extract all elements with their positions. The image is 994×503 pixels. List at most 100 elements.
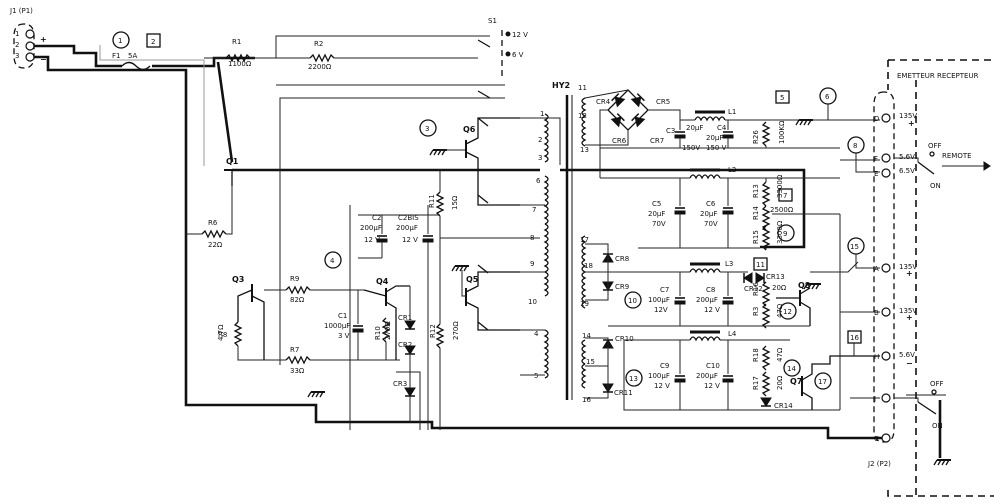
r18-label: R18 xyxy=(752,348,760,362)
l1-label: L1 xyxy=(728,108,736,116)
diode-cr9: CR9 xyxy=(602,281,629,291)
transistor-q6: Q6 xyxy=(429,117,520,206)
diode-cr2: CR2 xyxy=(398,341,416,355)
j1-minus: − xyxy=(40,55,47,64)
inductor-l2: L2 xyxy=(600,166,840,180)
capacitor-c9: C9 100µF 12 V xyxy=(648,340,686,410)
hy2-tap-4: 4 xyxy=(534,330,539,338)
ref-box-2-label: 2 xyxy=(151,38,155,46)
power-switch: OFF ON xyxy=(894,380,952,466)
s1-12v: 12 V xyxy=(512,31,528,39)
l4-label: L4 xyxy=(728,330,737,338)
c4-label: C4 xyxy=(717,124,727,132)
r14-value: 2500Ω xyxy=(770,206,794,214)
ref-circle-14 xyxy=(625,369,643,387)
resistor-r14: R14 2500Ω xyxy=(752,205,840,231)
ref-box-11 xyxy=(753,257,768,271)
pin-d-voltage: 135V xyxy=(899,112,917,120)
ref-circle-6-label: 6 xyxy=(825,93,830,101)
ref-circle-17 xyxy=(814,372,832,390)
c10-value-1: 200µF xyxy=(696,372,718,380)
inductor-l3: L3 xyxy=(688,260,748,274)
c9-value-1: 100µF xyxy=(648,372,670,380)
power-off-label: OFF xyxy=(930,380,944,388)
r9-value: 82Ω xyxy=(290,296,305,304)
q1-label: Q1 xyxy=(226,157,239,166)
r6-label: R6 xyxy=(208,219,218,227)
connector-j1: J1 (P1) 1 2 3 + − xyxy=(9,7,47,69)
r3-label: R3 xyxy=(752,307,760,316)
ref-circle-17-label: 17 xyxy=(818,378,827,386)
q4-label: Q4 xyxy=(376,277,389,286)
j2-pin-f-contact xyxy=(881,153,891,163)
cr2-label: CR2 xyxy=(398,341,412,349)
cr5-label: CR5 xyxy=(656,98,670,106)
ref-circle-8-label: 8 xyxy=(853,142,857,150)
transformer-hy2: HY2 1 2 3 4 5 6 7 8 9 10 11 12 13 14 15 … xyxy=(528,81,595,404)
ref-circle-12 xyxy=(779,302,797,320)
hy2-tap-6: 6 xyxy=(536,177,541,185)
j2-label: J2 (P2) xyxy=(867,460,891,468)
ref-box-7-label: 7 xyxy=(783,192,787,200)
main-current-path xyxy=(34,44,946,458)
j1-pin-1-contact xyxy=(25,29,35,39)
hy2-tap-13: 13 xyxy=(580,146,589,154)
ref-circle-15 xyxy=(783,359,801,377)
resistor-r12: R12 270Ω xyxy=(429,238,460,430)
c9-label: C9 xyxy=(660,362,669,370)
capacitor-c8: C8 200µF 12 V xyxy=(696,272,734,326)
r7-label: R7 xyxy=(290,346,299,354)
r1-label: R1 xyxy=(232,38,241,46)
capacitor-c5: C5 20µF 70V xyxy=(648,178,686,248)
cr6-label: CR6 xyxy=(612,137,627,145)
cr4-label: CR4 xyxy=(596,98,611,106)
cr1-label: CR1 xyxy=(398,314,412,322)
diode-cr1: CR1 xyxy=(398,286,416,330)
resistor-r10: R10 270Ω xyxy=(374,317,392,360)
r12-label: R12 xyxy=(429,324,437,338)
c2-value-2: 12 V xyxy=(364,236,380,244)
diode-cr12: CR12 xyxy=(743,272,763,293)
c2bis-label: C2BIS xyxy=(398,214,419,222)
r11-label: R11 xyxy=(428,194,436,208)
q5-label: Q5 xyxy=(466,275,479,284)
ref-box-11-label: 11 xyxy=(756,261,765,269)
inductor-l1: L1 xyxy=(680,108,880,122)
c2bis-value-1: 200µF xyxy=(396,224,418,232)
r13-label: R13 xyxy=(752,184,760,198)
resistor-r3: R3 47Ω xyxy=(752,303,784,329)
fuse-f1-label: F1 xyxy=(112,52,120,60)
capacitor-c7: C7 100µF 12V xyxy=(648,272,686,326)
cr8-label: CR8 xyxy=(615,255,629,263)
r12-value: 270Ω xyxy=(452,321,460,340)
r14-label: R14 xyxy=(752,206,760,220)
s1-6v: 6 V xyxy=(512,51,524,59)
resistor-r6: R6 22Ω xyxy=(186,186,233,249)
ref-circle-13-label: 15 xyxy=(850,243,859,251)
c6-value-1: 20µF xyxy=(700,210,717,218)
ground-symbol xyxy=(307,391,326,398)
j2-pin-f: F xyxy=(874,155,878,163)
diode-cr8: CR8 xyxy=(602,253,629,263)
ref-circle-3 xyxy=(419,119,437,137)
c1-label: C1 xyxy=(338,312,347,320)
capacitor-c3: C3 20µF 150V xyxy=(666,120,703,152)
capacitor-c2: C2 200µF 12 V xyxy=(360,214,388,258)
svg-text:−: − xyxy=(906,359,913,368)
hy2-tap-17: 17 xyxy=(580,236,589,244)
transistor-q5: Q5 xyxy=(451,265,520,331)
j1-outline xyxy=(13,23,35,69)
capacitor-c6: C6 20µF 70V xyxy=(700,178,734,248)
resistor-r1: R1 1100Ω xyxy=(204,38,252,68)
hy2-tap-19: 19 xyxy=(580,300,589,308)
r8-label: R8 xyxy=(218,331,227,339)
c6-label: C6 xyxy=(706,200,716,208)
j2-pin-d-contact xyxy=(881,113,891,123)
c6-value-2: 70V xyxy=(704,220,718,228)
pin-h-voltage: 5.6V xyxy=(899,351,915,359)
r15-label: R15 xyxy=(752,230,760,244)
j1-pin-1: 1 xyxy=(15,30,19,38)
hy2-tap-2: 2 xyxy=(538,136,542,144)
c2bis-value-2: 12 V xyxy=(402,236,418,244)
fuse-f1-value: 5A xyxy=(128,52,137,60)
